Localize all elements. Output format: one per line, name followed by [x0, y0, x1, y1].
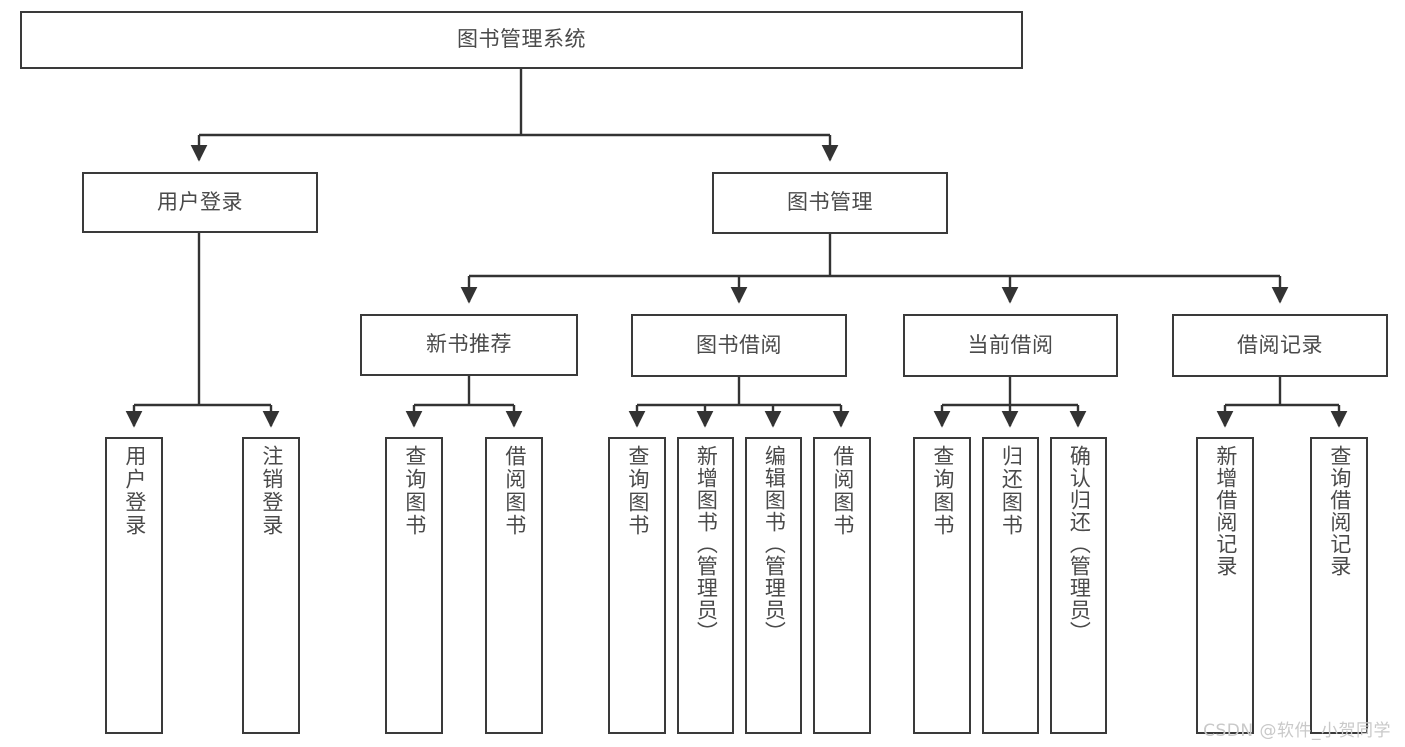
- leaf-borrow-query-book[interactable]: 查询图书: [608, 437, 666, 734]
- node-label: 确认归还（管理员）: [1067, 445, 1092, 643]
- leaf-user-login-login[interactable]: 用户登录: [105, 437, 163, 734]
- node-label: 用户登录: [122, 445, 147, 537]
- node-label: 新增借阅记录: [1213, 445, 1238, 577]
- node-root-system[interactable]: 图书管理系统: [20, 11, 1023, 69]
- node-label: 图书借阅: [696, 332, 782, 357]
- leaf-records-add-record[interactable]: 新增借阅记录: [1196, 437, 1254, 734]
- leaf-user-login-logout[interactable]: 注销登录: [242, 437, 300, 734]
- node-label: 借阅图书: [830, 445, 855, 537]
- leaf-records-query-record[interactable]: 查询借阅记录: [1310, 437, 1368, 734]
- node-borrow-records[interactable]: 借阅记录: [1172, 314, 1388, 377]
- node-label: 查询借阅记录: [1327, 445, 1352, 577]
- node-book-management[interactable]: 图书管理: [712, 172, 948, 234]
- node-label: 借阅图书: [502, 445, 527, 537]
- node-label: 查询图书: [402, 445, 427, 537]
- leaf-current-query-book[interactable]: 查询图书: [913, 437, 971, 734]
- leaf-borrow-add-book-admin[interactable]: 新增图书（管理员）: [677, 437, 734, 734]
- leaf-borrow-borrow-book[interactable]: 借阅图书: [813, 437, 871, 734]
- node-label: 查询图书: [930, 445, 955, 537]
- node-label: 当前借阅: [967, 332, 1054, 357]
- leaf-new-book-borrow[interactable]: 借阅图书: [485, 437, 543, 734]
- node-new-book-recommend[interactable]: 新书推荐: [360, 314, 578, 376]
- node-book-borrow[interactable]: 图书借阅: [631, 314, 847, 377]
- node-label: 查询图书: [625, 445, 650, 537]
- node-label: 图书管理: [787, 190, 873, 215]
- leaf-current-confirm-return-admin[interactable]: 确认归还（管理员）: [1050, 437, 1107, 734]
- node-label: 归还图书: [999, 445, 1024, 537]
- leaf-borrow-edit-book-admin[interactable]: 编辑图书（管理员）: [745, 437, 802, 734]
- leaf-current-return-book[interactable]: 归还图书: [982, 437, 1039, 734]
- node-label: 图书管理系统: [457, 27, 586, 52]
- node-label: 新书推荐: [426, 332, 512, 357]
- node-label: 新增图书（管理员）: [694, 445, 719, 643]
- node-label: 用户登录: [157, 189, 243, 214]
- node-label: 借阅记录: [1237, 332, 1323, 357]
- node-label: 注销登录: [259, 445, 284, 537]
- node-current-borrow[interactable]: 当前借阅: [903, 314, 1118, 377]
- leaf-new-book-query[interactable]: 查询图书: [385, 437, 443, 734]
- node-user-login[interactable]: 用户登录: [82, 172, 318, 233]
- node-label: 编辑图书（管理员）: [762, 445, 787, 643]
